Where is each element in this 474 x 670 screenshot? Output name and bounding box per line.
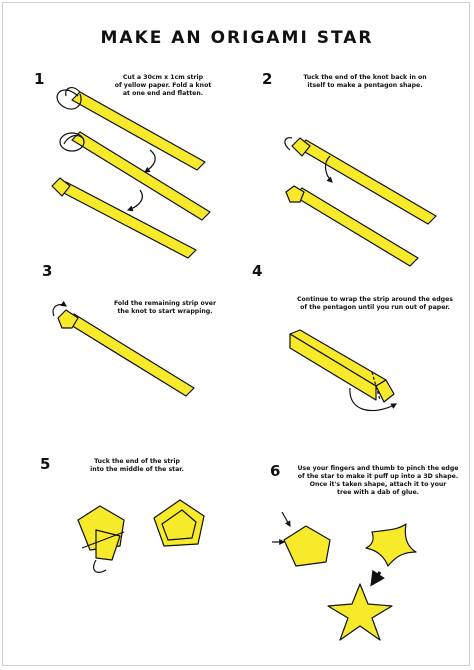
instruction-line: Fold the remaining strip over bbox=[113, 300, 217, 307]
step-6-number: 6 bbox=[270, 462, 281, 480]
step-2-instruction: Tuck the end of the knot back in on itse… bbox=[280, 74, 450, 90]
step-5-instruction: Tuck the end of the strip into the middl… bbox=[72, 458, 202, 474]
step-5-pentagon-finished bbox=[153, 499, 205, 547]
step-2-strip-tuck bbox=[284, 137, 437, 225]
step-4-instruction: Continue to wrap the strip around the ed… bbox=[280, 296, 470, 312]
step-1-arrow-1 bbox=[144, 149, 156, 173]
step-6-instruction: Use your fingers and thumb to pinch the … bbox=[285, 465, 471, 497]
instruction-line: of yellow paper. Fold a knot bbox=[114, 82, 212, 89]
instruction-line: Once it's taken shape, attach it to your bbox=[309, 481, 447, 488]
step-1-strip-loop bbox=[56, 87, 206, 171]
step-3-instruction: Fold the remaining strip over the knot t… bbox=[90, 300, 240, 316]
step-1-instruction: Cut a 30cm x 1cm strip of yellow paper. … bbox=[98, 74, 228, 98]
step-2-number: 2 bbox=[262, 70, 273, 88]
step-2-arrow bbox=[324, 155, 333, 183]
instruction-line: Tuck the end of the knot back in on bbox=[303, 74, 427, 81]
step-1-strip-flattened bbox=[51, 177, 197, 259]
step-6-arrow bbox=[370, 569, 385, 587]
step-4-number: 4 bbox=[252, 262, 263, 280]
step-6-star-puffed bbox=[365, 523, 417, 567]
step-4-strip-wrapped bbox=[289, 329, 398, 412]
step-3-strip-wrapping bbox=[52, 300, 195, 397]
instruction-line: at one end and flatten. bbox=[122, 90, 204, 97]
instruction-line: of the pentagon until you run out of pap… bbox=[300, 304, 450, 311]
step-1-number: 1 bbox=[34, 70, 45, 88]
instruction-line: tree with a dab of glue. bbox=[336, 489, 420, 496]
instruction-line: Cut a 30cm x 1cm strip bbox=[122, 74, 204, 81]
step-5-pentagon-tucking bbox=[77, 505, 125, 573]
step-6-pentagon-pinch bbox=[272, 511, 331, 567]
poster-title: MAKE AN ORIGAMI STAR bbox=[100, 28, 374, 48]
instruction-line: into the middle of the star. bbox=[90, 466, 184, 473]
instruction-line: itself to make a pentagon shape. bbox=[307, 82, 423, 89]
instruction-line: Continue to wrap the strip around the ed… bbox=[297, 296, 453, 303]
step-3-number: 3 bbox=[42, 262, 53, 280]
step-1-strip-knot bbox=[59, 131, 211, 221]
step-1-arrow-2 bbox=[126, 189, 143, 212]
step-6-star-finished bbox=[327, 583, 393, 641]
instruction-line: Tuck the end of the strip bbox=[94, 458, 180, 465]
step-5-number: 5 bbox=[40, 455, 51, 473]
instruction-line: Use your fingers and thumb to pinch the … bbox=[297, 465, 459, 472]
instruction-line: of the star to make it puff up into a 3D… bbox=[297, 473, 459, 480]
instruction-line: the knot to start wrapping. bbox=[117, 308, 213, 315]
step-2-strip-pentagon bbox=[285, 185, 419, 267]
